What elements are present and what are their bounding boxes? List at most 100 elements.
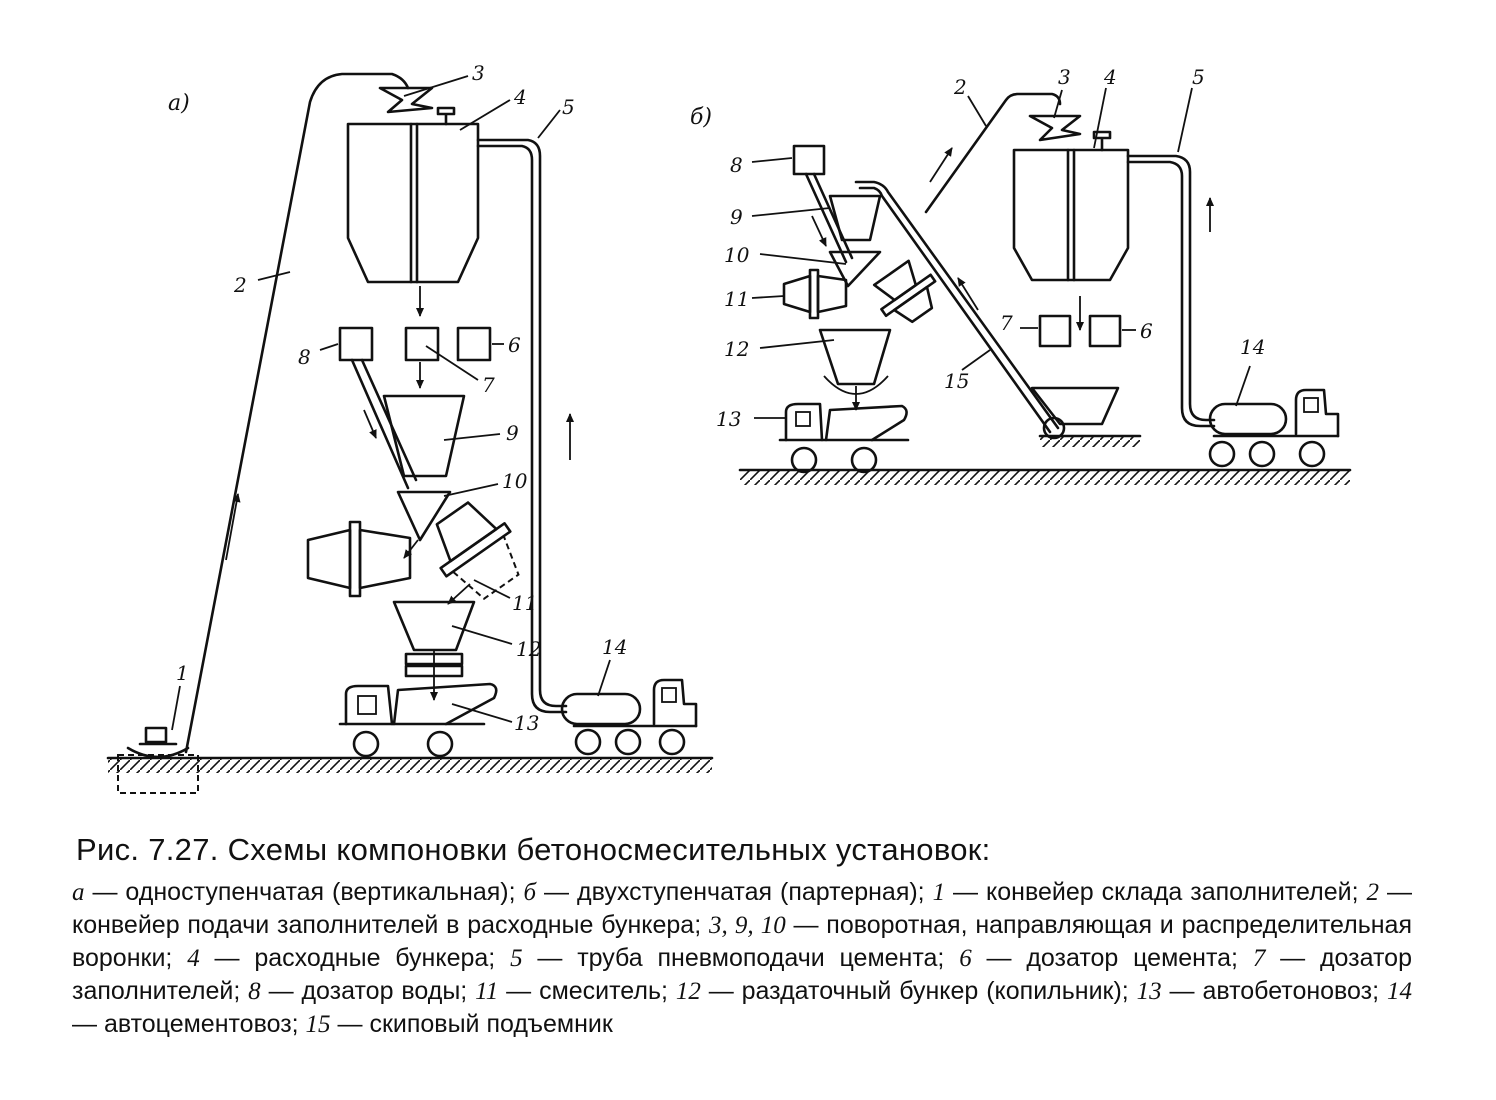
label-b-5: 5 (1192, 65, 1205, 89)
distribution-funnel-10 (396, 490, 452, 542)
aggregate-doser-7 (404, 326, 440, 362)
label-a-11: 11 (512, 591, 537, 615)
legend-text-a: — одноступенчатая (вертикальная); (84, 878, 524, 906)
distribution-funnel-10-b (828, 250, 882, 288)
label-b-4: 4 (1103, 65, 1117, 89)
legend-text-15: — скиповый подъемник (330, 1010, 613, 1038)
mixer-11-b-tilted (872, 259, 937, 324)
layout-schemes-drawing: а) (106, 61, 1352, 794)
concrete-truck-13 (338, 682, 498, 758)
label-b-6: 6 (1140, 319, 1153, 343)
legend-key-2: 2 (1366, 879, 1380, 906)
figure-caption: Рис. 7.27. Схемы компоновки бетоносмесит… (72, 832, 1412, 1041)
legend-text-13: — автобетоновоз; (1161, 977, 1387, 1005)
label-b-2: 2 (953, 75, 967, 99)
ground-b (738, 434, 1352, 485)
conveyor-2-aggregate-feed (184, 72, 410, 754)
label-a-1: 1 (176, 661, 189, 685)
mixer-11-a (306, 520, 412, 598)
legend-text-12: — раздаточный бункер (копильник); (700, 977, 1137, 1005)
concrete-truck-13-b (778, 402, 910, 474)
scheme-a: а) (106, 61, 714, 794)
legend-text-4: — расходные бункера; (199, 944, 511, 972)
label-b-8: 8 (730, 153, 743, 177)
panel-label-b: б) (690, 105, 712, 130)
legend-text-14: — автоцементовоз; (72, 1010, 306, 1038)
label-b-11: 11 (724, 287, 749, 311)
ground-a (106, 754, 714, 794)
labels-a: 1 2 3 4 5 6 7 8 9 10 11 12 13 1 (171, 61, 627, 735)
storage-bunkers-4-b (1012, 130, 1130, 331)
label-a-2: 2 (233, 273, 247, 297)
legend-text-3-9-10: — поворотная, направляющая и распределит… (72, 911, 1412, 972)
conveyor-1-aggregate-store (126, 726, 190, 759)
label-a-7: 7 (482, 373, 495, 397)
legend-key-3-9-10: 3, 9, 10 (708, 912, 786, 939)
legend-key-6: 6 (959, 945, 972, 972)
rotary-funnel-3 (378, 86, 434, 114)
label-b-13: 13 (716, 407, 741, 431)
labels-b: 2 3 4 5 6 7 8 9 10 11 12 13 14 (716, 65, 1265, 431)
guide-funnel-9-b (828, 194, 882, 242)
label-a-13: 13 (514, 711, 539, 735)
label-a-4: 4 (513, 85, 527, 109)
label-a-3: 3 (472, 61, 485, 85)
scheme-b: б) (690, 65, 1352, 485)
rotary-funnel-3-b (1028, 114, 1082, 142)
label-a-12: 12 (516, 637, 541, 661)
cement-truck-14 (560, 678, 698, 756)
legend-text-8: — дозатор воды; (260, 977, 476, 1005)
guide-funnel-9 (382, 394, 466, 478)
legend-text-b: — двухступенчатая (партерная); (536, 878, 933, 906)
legend-key-4: 4 (187, 945, 200, 972)
legend-key-12: 12 (675, 978, 701, 1005)
label-b-9: 9 (730, 205, 743, 229)
legend-key-b: б (523, 879, 537, 906)
label-b-14: 14 (1240, 335, 1265, 359)
cement-pneumatic-pipe-5 (476, 138, 574, 714)
legend-key-11: 11 (475, 978, 499, 1005)
caption-title: Рис. 7.27. Схемы компоновки бетоносмесит… (76, 832, 991, 867)
label-a-9: 9 (506, 421, 519, 445)
caption-body: а — одноступенчатая (вертикальная); б — … (72, 876, 1412, 1041)
water-line-a (350, 358, 410, 490)
cement-pneumatic-pipe-5-b (1126, 154, 1216, 428)
legend-text-11: — смеситель; (498, 977, 676, 1005)
receiving-bunker-12-b (818, 328, 892, 411)
legend-key-15: 15 (305, 1011, 331, 1038)
label-b-12: 12 (724, 337, 749, 361)
legend-key-7: 7 (1252, 945, 1266, 972)
legend-key-5: 5 (510, 945, 523, 972)
label-b-15: 15 (944, 369, 969, 393)
aggregate-doser-7-b (1038, 314, 1072, 348)
label-b-3: 3 (1058, 65, 1071, 89)
label-a-5: 5 (562, 95, 575, 119)
storage-bunkers-4 (346, 106, 480, 317)
cement-doser-6 (456, 326, 492, 362)
legend-key-13: 13 (1136, 978, 1162, 1005)
mixer-11-tilted (435, 501, 520, 600)
legend-text-1: — конвейер склада заполнителей; (945, 878, 1367, 906)
legend-text-5: — труба пневмоподачи цемента; (522, 944, 960, 972)
label-a-10: 10 (502, 469, 528, 493)
legend-key-1: 1 (932, 879, 946, 906)
water-doser-8 (338, 326, 374, 362)
panel-label-a: а) (168, 91, 190, 116)
receiving-bunker-12 (392, 600, 476, 701)
water-doser-8-b (792, 144, 826, 176)
cement-doser-6-b (1088, 314, 1122, 348)
legend-key-14: 14 (1387, 978, 1412, 1005)
label-a-8: 8 (298, 345, 311, 369)
conveyor-2-b (924, 92, 1062, 214)
label-a-6: 6 (508, 333, 521, 357)
cement-truck-14-b (1208, 388, 1340, 468)
legend-key-a: а (72, 879, 85, 906)
mixer-11-b (782, 268, 848, 320)
label-b-7: 7 (1000, 311, 1013, 335)
skip-hoist-15 (854, 180, 1120, 440)
legend-text-7: — дозатор заполнителей; (72, 944, 1412, 1005)
legend-text-6: — дозатор цемента; (971, 944, 1253, 972)
legend-text-2: — конвейер подачи заполнителей в расходн… (72, 878, 1412, 939)
legend-key-8: 8 (248, 978, 261, 1005)
